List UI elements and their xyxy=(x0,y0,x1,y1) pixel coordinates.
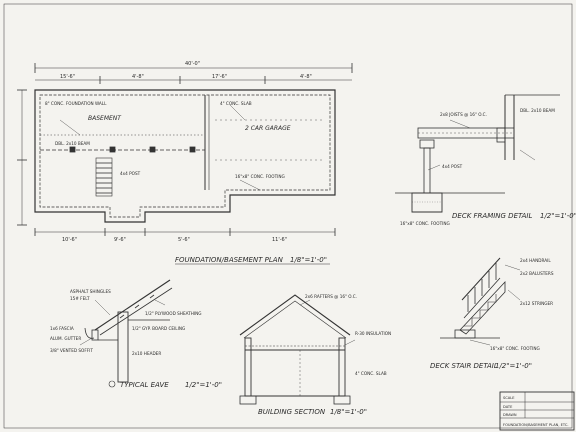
note-rafters: 2x6 RAFTERS @ 16" O.C. xyxy=(305,294,357,299)
room-basement: BASEMENT xyxy=(88,115,122,122)
overall-dimension: 40'-0" xyxy=(185,61,200,67)
deck-stair-scale: 1/2"=1'-0" xyxy=(495,362,532,370)
note-footing: 16"x8" CONC. FOOTING xyxy=(235,174,285,179)
title-block: SCALE DATE DRAWN FOUNDATION/BASEMENT PLA… xyxy=(499,391,575,431)
note-header: 2x10 HEADER xyxy=(132,351,161,356)
note-fascia: 1x6 FASCIA xyxy=(50,326,74,331)
note-stair-footing: 16"x8" CONC. FOOTING xyxy=(490,346,540,351)
typical-eave-title: TYPICAL EAVE xyxy=(120,381,169,389)
dim-bottom-2: 9'-6" xyxy=(114,237,126,243)
sheet-border xyxy=(3,3,573,429)
note-shingles: ASPHALT SHINGLES xyxy=(70,289,111,294)
building-section-scale: 1/8"=1'-0" xyxy=(330,408,367,416)
foundation-plan: 40'-0" 15'-6" 4'-8" 17'-6" 4'-8" xyxy=(17,61,353,265)
note-section-slab: 4" CONC. SLAB xyxy=(355,371,387,376)
dim-top-3: 17'-6" xyxy=(212,74,227,80)
note-wall: 8" CONC. FOUNDATION WALL xyxy=(45,101,107,106)
dim-top-4: 4'-8" xyxy=(300,74,312,80)
note-joists: 2x8 JOISTS @ 16" O.C. xyxy=(440,112,487,117)
note-ceiling: 1/2" GYP. BOARD CEILING xyxy=(132,326,185,331)
note-deck-beam: DBL. 2x10 BEAM xyxy=(520,108,555,113)
note-gutter: ALUM. GUTTER xyxy=(50,336,81,341)
deck-stair-detail: 2x4 HANDRAIL 2x2 BALUSTERS 2x12 STRINGER… xyxy=(430,257,554,370)
dim-bottom-3: 5'-6" xyxy=(178,237,190,243)
deck-framing-scale: 1/2"=1'-0" xyxy=(540,212,576,220)
note-handrail: 2x4 HANDRAIL xyxy=(520,258,551,263)
note-sheathing: 1/2" PLYWOOD SHEATHING xyxy=(145,311,201,316)
building-section: 2x6 RAFTERS @ 16" O.C. R-30 INSULATION 4… xyxy=(239,294,391,416)
building-section-title: BUILDING SECTION xyxy=(258,408,326,416)
dim-top-2: 4'-8" xyxy=(132,74,144,80)
tb-label-drawn: DRAWN xyxy=(503,413,517,417)
dim-bottom-1: 10'-6" xyxy=(62,237,77,243)
dim-bottom-4: 11'-6" xyxy=(272,237,287,243)
note-deck-footing: 16"x8" CONC. FOOTING xyxy=(400,221,450,226)
note-balusters: 2x2 BALUSTERS xyxy=(520,271,554,276)
note-post: 4x4 POST xyxy=(120,171,141,176)
tb-label-date: DATE xyxy=(503,405,513,409)
note-slab: 4" CONC. SLAB xyxy=(220,101,252,106)
note-felt: 15# FELT xyxy=(70,296,90,301)
typical-eave-scale: 1/2"=1'-0" xyxy=(185,381,222,389)
deck-framing-detail: 2x8 JOISTS @ 16" O.C. 4x4 POST 16"x8" CO… xyxy=(395,94,576,226)
deck-framing-title: DECK FRAMING DETAIL xyxy=(452,212,532,220)
tb-label-scale: SCALE xyxy=(503,396,515,400)
deck-stair-title: DECK STAIR DETAIL xyxy=(430,362,498,370)
note-beam: DBL. 2x10 BEAM xyxy=(55,141,90,146)
typical-eave-detail: ASPHALT SHINGLES 15# FELT 1/2" PLYWOOD S… xyxy=(50,279,222,389)
plan-scale: 1/8"=1'-0" xyxy=(290,256,327,264)
note-insulation: R-30 INSULATION xyxy=(355,331,391,336)
dim-top-1: 15'-6" xyxy=(60,74,75,80)
room-garage: 2 CAR GARAGE xyxy=(245,125,291,132)
tb-sheet-title: FOUNDATION/BASEMENT PLAN, ETC. xyxy=(503,423,569,427)
note-soffit: 3/8" VENTED SOFFIT xyxy=(50,348,93,353)
note-stringer: 2x12 STRINGER xyxy=(520,301,553,306)
note-deck-post: 4x4 POST xyxy=(442,164,463,169)
plan-title: FOUNDATION/BASEMENT PLAN xyxy=(175,256,284,264)
